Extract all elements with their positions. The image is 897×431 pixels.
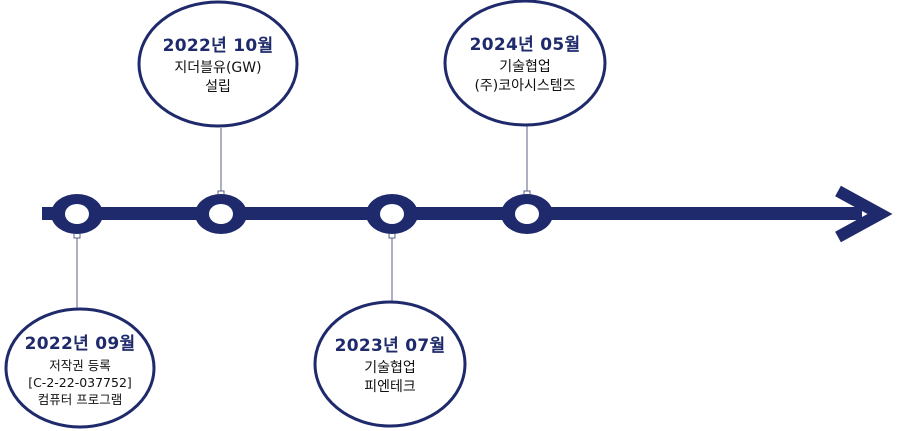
event-line: 컴퓨터 프로그램 xyxy=(37,391,123,407)
bubble-outline-e1 xyxy=(4,307,156,429)
event-bubble-e3: 2023년 07월 기술협업 피엔테크 xyxy=(316,304,464,424)
bubble-outline-e3 xyxy=(313,300,467,428)
event-line: 지더블유(GW) xyxy=(174,60,262,76)
event-line: 피엔테크 xyxy=(364,379,416,395)
event-date: 2022년 10월 xyxy=(162,36,274,56)
event-date: 2024년 05월 xyxy=(469,35,581,55)
event-bubble-e4: 2024년 05월 기술협업 (주)코아시스템즈 xyxy=(448,3,602,123)
timeline-arrow-head xyxy=(835,185,893,243)
node-e2 xyxy=(195,194,247,234)
node-e1 xyxy=(51,194,103,234)
event-line: 기술협업 xyxy=(364,360,416,376)
node-e3 xyxy=(366,194,418,234)
event-line: (주)코아시스템즈 xyxy=(474,78,576,94)
event-bubble-e2: 2022년 10월 지더블유(GW) 설립 xyxy=(142,4,294,124)
node-e4 xyxy=(501,194,553,234)
event-date: 2023년 07월 xyxy=(334,336,446,356)
bubble-outline-e2 xyxy=(137,0,299,128)
event-line: 저작권 등록 xyxy=(49,357,111,373)
event-line: 설립 xyxy=(205,79,231,95)
timeline-bar xyxy=(42,207,862,220)
bubble-outline-e4 xyxy=(443,0,607,127)
event-line: 기술협업 xyxy=(499,59,551,75)
event-line: [C-2-22-037752] xyxy=(28,374,132,390)
event-bubble-e1: 2022년 09월 저작권 등록 [C-2-22-037752] 컴퓨터 프로그… xyxy=(8,310,152,426)
event-date: 2022년 09월 xyxy=(24,333,136,354)
